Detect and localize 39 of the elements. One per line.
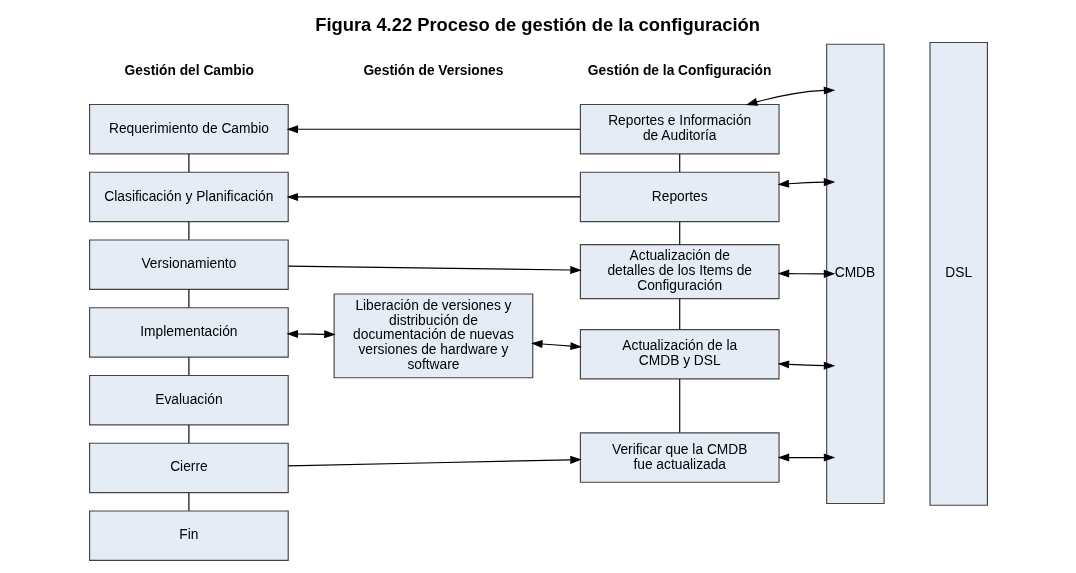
node-box: Implementación [88, 307, 289, 358]
node-box: Actualización de detalles de los Items de Configuración [579, 244, 780, 300]
node-box: Verificar que la CMDB fue actualizada [579, 432, 780, 483]
connector [187, 356, 189, 376]
node-box: Cierre [88, 442, 289, 494]
label: Gestión de Versiones [362, 63, 503, 79]
node-box: Evaluación [88, 374, 289, 426]
arrow [287, 455, 582, 467]
node-box: Clasificación y Planificación [88, 171, 289, 223]
connector [187, 492, 189, 512]
connector [187, 424, 189, 444]
connector [678, 221, 680, 246]
node-box: Reportes [579, 171, 780, 223]
diagram-title: Figura 4.22 Proceso de gestión de la configuración [314, 13, 760, 35]
connector [678, 153, 680, 173]
arrow [286, 192, 581, 201]
node-box: Fin [88, 510, 289, 561]
node-box: Versionamiento [88, 239, 289, 290]
arrow [777, 453, 835, 462]
label: Gestión de la Configuración [587, 63, 771, 79]
arrow [530, 340, 582, 351]
connector [187, 153, 189, 173]
connector [187, 288, 189, 309]
arrow [286, 125, 581, 134]
arrow [745, 86, 835, 106]
arrow [777, 360, 835, 370]
node-box: Reportes e Información de Auditoría [579, 103, 780, 155]
connector [678, 298, 680, 330]
node-box: Actualización de la CMDB y DSL [579, 328, 780, 380]
node-box: Requerimiento de Cambio [88, 103, 289, 155]
label: Gestión del Cambio [124, 63, 254, 79]
connector [187, 221, 189, 241]
arrow [286, 329, 336, 339]
arrow [287, 265, 582, 275]
node-box: Liberación de versiones y distribución de documentación de nuevas versiones de hardware y software [333, 293, 533, 379]
arrow [777, 269, 835, 278]
node-box: DSL [928, 41, 988, 506]
connector [678, 378, 680, 434]
arrow [777, 178, 835, 188]
